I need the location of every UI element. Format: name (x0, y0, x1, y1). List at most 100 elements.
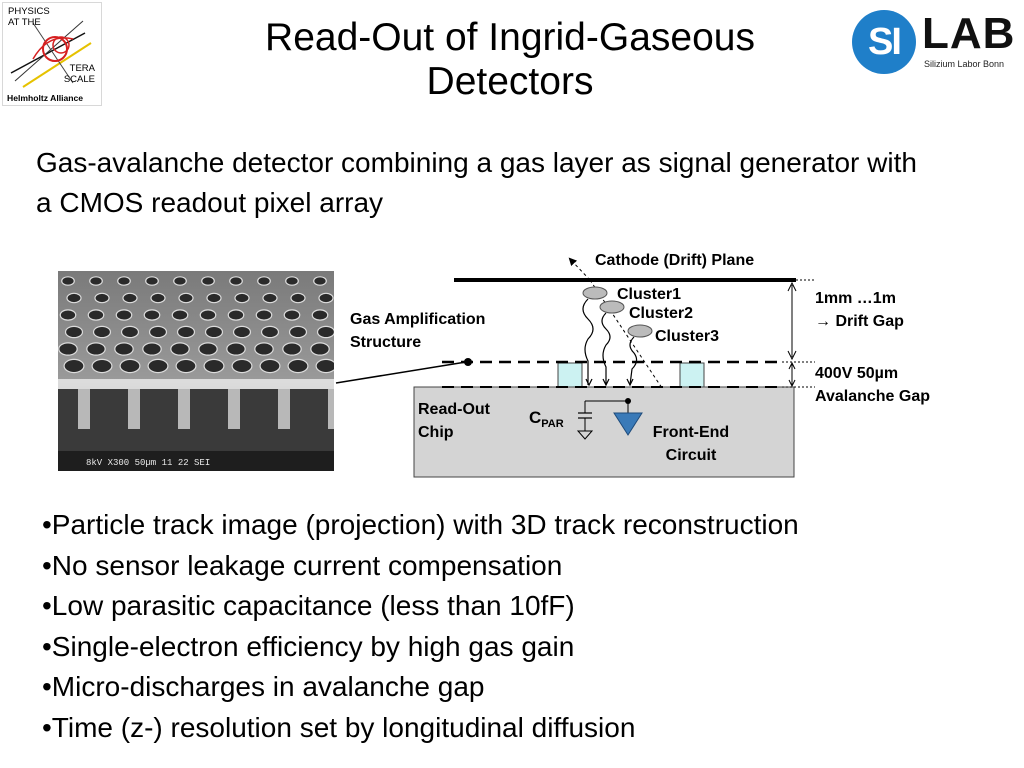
sem-hole (262, 292, 278, 304)
sem-hole (315, 358, 334, 374)
drift-path-3 (629, 336, 638, 386)
pillar-right (679, 362, 705, 388)
sem-hole (58, 342, 78, 356)
readout-chip-block (413, 386, 795, 478)
sem-grid-drawing: 8kV X300 50µm 11 22 SEI (58, 271, 334, 471)
sem-hole (313, 276, 327, 286)
sem-hole (89, 276, 103, 286)
bullet-item: •Particle track image (projection) with … (42, 509, 799, 540)
sem-hole (63, 358, 85, 374)
cpar-label: CPAR (529, 408, 564, 431)
bullet-item: •No sensor leakage current compensation (42, 549, 563, 581)
sem-hole (206, 292, 222, 304)
front-end-amplifier-icon (613, 412, 643, 436)
sem-hole (260, 325, 280, 339)
sem-hole (290, 292, 306, 304)
cathode-plane-label: Cathode (Drift) Plane (595, 252, 755, 269)
silab-subtitle: Silizium Labor Bonn (924, 59, 1005, 69)
sem-hole (86, 342, 106, 356)
sem-hole (231, 358, 253, 374)
bullet-item: •Time (z-) resolution set by longitudina… (42, 711, 636, 743)
sem-hole (198, 342, 218, 356)
sem-hole (145, 276, 159, 286)
sem-hole (201, 276, 215, 286)
title-line-2: Detectors (426, 60, 594, 103)
sem-hole (227, 309, 245, 321)
sem-hole (119, 358, 141, 374)
sem-hole (91, 358, 113, 374)
sem-hole (234, 292, 250, 304)
sem-hole (226, 342, 246, 356)
sem-hole (254, 342, 274, 356)
detector-diagram: Cathode (Drift) Plane Cluster1 Cluster2 … (330, 245, 1024, 485)
detector-schematic (335, 257, 815, 478)
sem-grid-photo: 8kV X300 50µm 11 22 SEI (58, 271, 334, 471)
avalanche-gap-label: 400V 50µm Avalanche Gap (815, 365, 931, 405)
sem-hole (122, 292, 138, 304)
cluster-1-label: Cluster1 (617, 286, 682, 303)
sem-hole (288, 325, 308, 339)
sem-hole (142, 342, 162, 356)
sem-hole (229, 276, 243, 286)
cluster-3-ellipse (627, 324, 653, 338)
sem-hole (285, 276, 299, 286)
sem-hole (255, 309, 273, 321)
sem-hole (59, 309, 77, 321)
sem-hole (94, 292, 110, 304)
sem-hole (120, 325, 140, 339)
sem-hole (147, 358, 169, 374)
sem-hole (66, 292, 82, 304)
feature-bullet-list: •Particle track image (projection) with … (42, 505, 1012, 748)
bullet-item: •Single-electron efficiency by high gas … (42, 630, 575, 662)
ground-icon (576, 430, 594, 440)
gas-amp-pointer (335, 361, 467, 384)
sem-hole (117, 276, 131, 286)
sem-caption: 8kV X300 50µm 11 22 SEI (86, 458, 210, 468)
title-line-1: Read-Out of Ingrid-Gaseous (265, 16, 755, 59)
sem-pillar (128, 389, 140, 429)
sem-hole (287, 358, 309, 374)
silab-logo: SI LAB Silizium Labor Bonn (848, 10, 1020, 74)
sem-hole (148, 325, 168, 339)
sem-hole (64, 325, 84, 339)
bullet-item: •Micro-discharges in avalanche gap (42, 671, 485, 702)
sem-hole (178, 292, 194, 304)
gas-amplification-label: Gas Amplification Structure (350, 311, 486, 351)
pillar-left (557, 362, 583, 388)
terascale-emblem (10, 20, 92, 88)
sem-hole (173, 276, 187, 286)
sem-hole (92, 325, 112, 339)
sem-hole (114, 342, 134, 356)
sem-pillars (78, 389, 334, 429)
sem-hole (203, 358, 225, 374)
sem-hole (318, 292, 334, 304)
cluster-3-label: Cluster3 (655, 328, 720, 345)
sem-pillar (228, 389, 240, 429)
sem-hole (199, 309, 217, 321)
sem-hole (115, 309, 133, 321)
sem-pillar (178, 389, 190, 429)
sem-hole (87, 309, 105, 321)
cluster-2-label: Cluster2 (629, 305, 694, 322)
sem-hole (232, 325, 252, 339)
sem-hole (257, 276, 271, 286)
terascale-logo: PHYSICS AT THE TERA SCALE Helmholtz Alli… (2, 2, 102, 106)
silab-si-mark: SI (852, 10, 916, 74)
sem-hole (61, 276, 75, 286)
particle-track-arrow (568, 257, 591, 281)
front-end-circuit-label: Front-End Circuit (652, 424, 730, 464)
sem-hole (311, 309, 329, 321)
terascale-mid-text: TERA SCALE (63, 63, 95, 85)
sem-hole (170, 342, 190, 356)
drift-path-2 (601, 312, 611, 385)
sem-hole (175, 358, 197, 374)
sem-hole (171, 309, 189, 321)
sem-pillar (78, 389, 90, 429)
drift-gap-label: 1mm …1m → Drift Gap (815, 290, 904, 330)
sem-hole (283, 309, 301, 321)
sem-hole (282, 342, 302, 356)
sem-hole (204, 325, 224, 339)
sem-hole (150, 292, 166, 304)
terascale-alliance-text: Helmholtz Alliance (7, 93, 84, 103)
drift-path-1 (582, 298, 594, 385)
